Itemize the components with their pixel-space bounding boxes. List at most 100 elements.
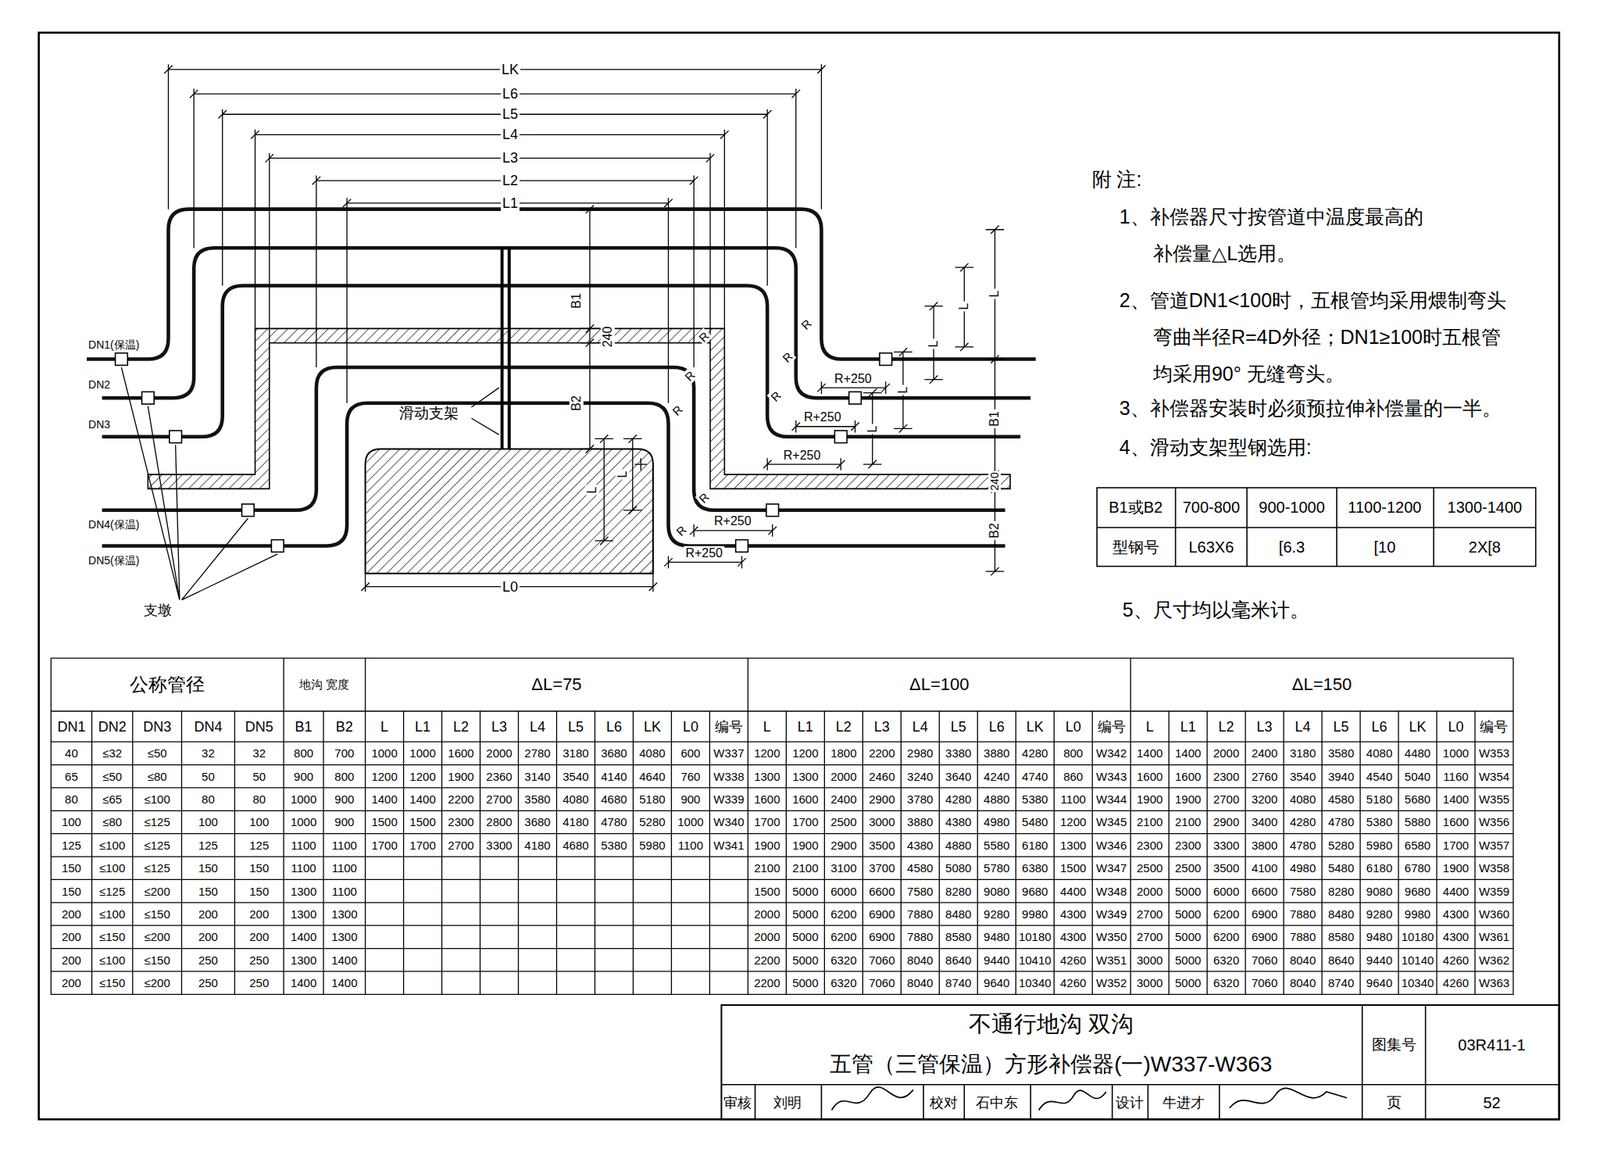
table-cell: 2200 — [447, 792, 474, 806]
table-cell: 1300 — [290, 907, 317, 921]
table-cell: 1700 — [409, 838, 436, 852]
table-cell: W345 — [1096, 815, 1127, 829]
radius-label: R — [695, 328, 714, 347]
table-cell: 4380 — [907, 838, 933, 852]
table-cell: 4580 — [1328, 792, 1354, 806]
table-cell: 200 — [61, 907, 82, 921]
table-cell: W359 — [1478, 884, 1510, 898]
table-cell: 200 — [198, 930, 218, 944]
table-cell: 1400 — [290, 930, 317, 944]
title-block-cell: 页 — [1386, 1093, 1402, 1111]
table-cell: 6780 — [1404, 861, 1431, 875]
table-cell: 5000 — [1175, 907, 1201, 921]
table-cell: 2200 — [753, 953, 780, 967]
table-cell: ≤80 — [147, 769, 168, 783]
table-header: L3 — [1257, 718, 1273, 736]
table-cell: W361 — [1478, 930, 1510, 944]
table-cell: W341 — [713, 838, 744, 852]
dimension-label: R+250 — [802, 410, 843, 425]
table-header: L0 — [1447, 718, 1464, 736]
table-cell: 2800 — [485, 815, 512, 829]
table-cell: 6900 — [868, 907, 895, 921]
table-cell: 4180 — [562, 815, 589, 829]
table-cell: 5000 — [792, 930, 818, 944]
table-header: L4 — [1295, 718, 1311, 736]
table-cell: ≤125 — [144, 861, 171, 875]
table-cell: 5980 — [639, 838, 665, 852]
table-cell: 1000 — [290, 815, 317, 829]
note-text: 5、尺寸均以毫米计。 — [1122, 597, 1310, 621]
table-rule — [50, 810, 1514, 811]
steel-table-cell: 型钢号 — [1112, 538, 1160, 557]
table-header: DN2 — [98, 718, 127, 736]
table-rule — [671, 710, 672, 994]
table-cell: 3000 — [1136, 975, 1163, 990]
table-header: L6 — [989, 718, 1005, 736]
table-cell: 1100 — [290, 838, 316, 852]
table-cell: W363 — [1478, 975, 1510, 990]
dimension-line — [955, 263, 975, 351]
table-cell: 2000 — [753, 907, 780, 921]
dimension-line — [863, 388, 883, 468]
table-rule — [132, 710, 133, 994]
table-frame — [1096, 487, 1536, 567]
table-cell: 8740 — [1328, 975, 1354, 990]
table-cell: 3240 — [907, 769, 933, 783]
dimension-line — [312, 175, 699, 368]
table-header: L3 — [491, 718, 508, 736]
table-cell: ≤65 — [102, 792, 122, 806]
table-header: L5 — [1333, 718, 1350, 736]
table-cell: 5040 — [1404, 769, 1431, 783]
table-header: LK — [1026, 718, 1044, 736]
table-cell: ≤200 — [144, 884, 171, 898]
table-cell: 3580 — [524, 792, 550, 806]
table-cell: 2100 — [1175, 815, 1201, 829]
table-cell: 8580 — [945, 930, 972, 944]
table-header: L0 — [682, 718, 699, 736]
table-cell: 8480 — [1328, 907, 1354, 921]
title-block-cell: 牛进才 — [1162, 1093, 1205, 1111]
table-cell: W357 — [1478, 838, 1510, 852]
table-cell: 2100 — [1136, 815, 1163, 829]
table-header: L0 — [1065, 718, 1082, 736]
table-cell: W347 — [1096, 861, 1127, 875]
table-cell: 5380 — [1366, 815, 1393, 829]
table-cell: 600 — [680, 746, 700, 761]
table-cell: 7060 — [868, 953, 895, 967]
table-cell: 4300 — [1442, 930, 1469, 944]
table-cell: 6600 — [868, 884, 895, 898]
table-cell: 3500 — [1213, 861, 1240, 875]
dimension-label: L0 — [500, 578, 520, 596]
table-cell: 1600 — [1442, 815, 1469, 829]
table-cell: 5280 — [1328, 838, 1354, 852]
table-header: L6 — [1371, 718, 1388, 736]
table-cell: 10180 — [1401, 930, 1435, 944]
dimension-line — [189, 89, 800, 249]
table-header: LK — [1409, 718, 1427, 736]
table-rule — [50, 878, 1514, 880]
title-text: 不通行地沟 双沟 — [968, 1011, 1134, 1038]
table-cell: 4080 — [1289, 792, 1316, 806]
signature-scribble — [1229, 1087, 1347, 1108]
radius-label: R — [695, 489, 714, 508]
table-cell: 2000 — [753, 930, 780, 944]
table-cell: 1100 — [332, 861, 358, 875]
table-cell: 8480 — [945, 907, 972, 921]
table-cell: 2200 — [753, 975, 780, 990]
table-cell: 1500 — [371, 815, 397, 829]
table-cell: 6000 — [1213, 884, 1240, 898]
table-cell: 3880 — [907, 815, 933, 829]
table-rule — [1130, 657, 1132, 994]
table-cell: ≤150 — [99, 930, 125, 944]
table-header: L4 — [912, 718, 929, 736]
table-rule — [50, 786, 1514, 788]
dimension-label: L — [957, 300, 972, 311]
table-cell: 4580 — [907, 861, 933, 875]
table-cell: 1100 — [290, 861, 316, 875]
table-cell: 1500 — [409, 815, 436, 829]
radius-label: R — [668, 401, 687, 420]
table-cell: W337 — [713, 746, 744, 761]
radius-label: R — [778, 348, 797, 367]
note-text: 1、补偿器尺寸按管道中温度最高的 — [1119, 205, 1424, 229]
sheet-frame — [39, 32, 1560, 1119]
